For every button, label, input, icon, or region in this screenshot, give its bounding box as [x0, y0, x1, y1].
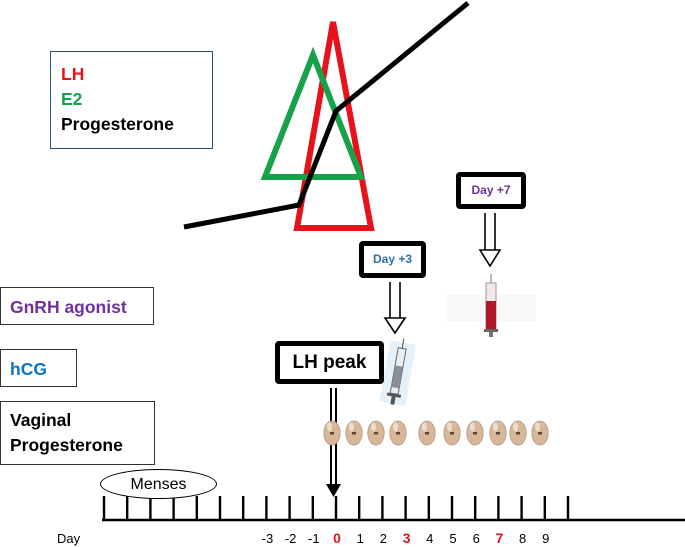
- syringe-icon: [446, 274, 536, 337]
- day3-arrow: [383, 282, 407, 335]
- capsule-icon: [389, 420, 407, 446]
- day-tick-label: 0: [333, 530, 341, 546]
- day-plus7-box: Day +7: [456, 172, 526, 209]
- legend-e2: E2: [61, 89, 83, 109]
- day-axis: [102, 496, 685, 522]
- menses-ellipse: Menses: [100, 469, 217, 499]
- day-tick-label: 5: [449, 531, 457, 546]
- capsule-icon: [418, 420, 436, 446]
- day-tick-label: 3: [402, 530, 411, 546]
- day-axis-caption: Day: [57, 531, 81, 546]
- day-tick-label: 6: [472, 531, 480, 546]
- gnrh-agonist-label: GnRH agonist: [0, 287, 154, 325]
- progesterone-curve: [183, 1, 470, 230]
- capsule-icon: [443, 420, 461, 446]
- vaginal-progesterone-capsules: [323, 420, 549, 446]
- hormone-legend: LH E2 Progesterone: [50, 51, 213, 149]
- capsule-icon: [345, 420, 363, 446]
- day-tick-label: 1: [356, 531, 364, 546]
- capsule-icon: [466, 420, 484, 446]
- vaginal-progesterone-label: Vaginal Progesterone: [0, 401, 155, 465]
- day-tick-label: -2: [284, 531, 297, 546]
- day-tick-label: 9: [542, 531, 550, 546]
- vaginal-label-line2: Progesterone: [10, 435, 123, 455]
- syringe-icon: [379, 338, 417, 406]
- day-tick-label: -3: [261, 531, 274, 546]
- e2-triangle: [260, 46, 366, 180]
- day-tick-label: 8: [518, 531, 527, 546]
- legend-lh: LH: [61, 64, 85, 84]
- day-tick-label: -1: [308, 531, 320, 546]
- capsule-icon: [323, 420, 341, 446]
- hcg-label: hCG: [0, 349, 77, 387]
- lh-triangle: [293, 21, 375, 231]
- day-tick-label: 7: [495, 530, 504, 546]
- capsule-icon: [509, 420, 527, 446]
- day7-arrow: [478, 213, 502, 268]
- capsule-icon: [489, 420, 507, 446]
- capsule-icon: [367, 420, 385, 446]
- legend-progesterone: Progesterone: [61, 114, 174, 134]
- lh-peak-box: LH peak: [275, 341, 384, 384]
- day-tick-label: 4: [426, 531, 434, 546]
- capsule-icon: [531, 420, 549, 446]
- vaginal-label-line1: Vaginal: [10, 410, 72, 430]
- day-plus3-box: Day +3: [359, 241, 426, 278]
- day-tick-label: 2: [379, 531, 388, 546]
